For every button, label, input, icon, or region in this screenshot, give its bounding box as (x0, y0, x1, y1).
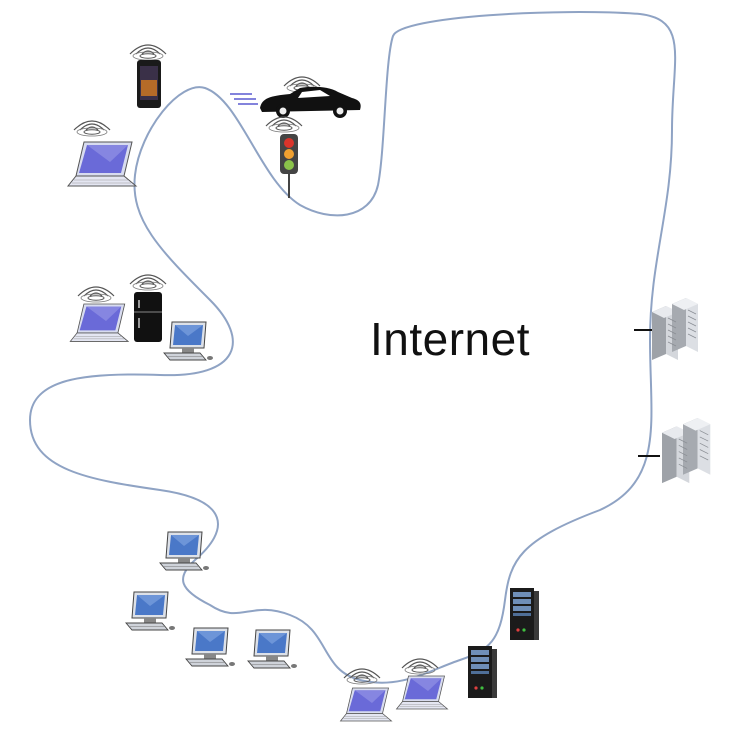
server-tower-icon (510, 588, 539, 640)
car-icon (230, 76, 361, 118)
desktop-computer-icon (163, 321, 214, 361)
desktop-computer-icon (185, 627, 236, 667)
server-rack-icon (651, 297, 699, 361)
internet-label: Internet (370, 313, 530, 365)
server-tower-icon (468, 646, 497, 698)
desktop-computer-icon (247, 629, 298, 669)
refrigerator-icon (129, 274, 167, 342)
laptop-icon (69, 286, 129, 342)
laptop-icon (67, 120, 137, 187)
server-rack-icon (661, 417, 711, 484)
traffic-light-icon (265, 116, 303, 198)
smartphone-icon (129, 44, 167, 108)
desktop-computer-icon (159, 531, 210, 571)
laptop-icon (396, 658, 448, 710)
internet-cloud-outline (28, 11, 677, 684)
laptop-icon (340, 668, 392, 722)
desktop-computer-icon (125, 591, 176, 631)
